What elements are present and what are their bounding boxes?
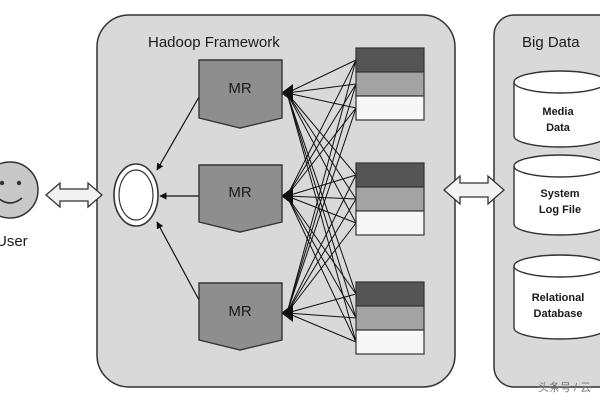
framework-bigdata-double-arrow: [443, 174, 505, 206]
user-label: User: [0, 233, 28, 250]
mr-node-2-label: MR: [228, 184, 251, 201]
mr-to-client-arrow-3: [156, 221, 200, 301]
data-node-stack-1: [355, 47, 425, 121]
media-data-line1: Media: [542, 106, 574, 118]
mesh-arrowheads: [281, 84, 293, 322]
hadoop-framework-title: Hadoop Framework: [148, 34, 280, 51]
system-log-file-cylinder: System Log File: [513, 154, 600, 236]
data-node-stack-3: [355, 281, 425, 355]
media-data-line2: Data: [546, 122, 571, 134]
user-icon: [0, 161, 39, 219]
system-log-file-line1: System: [540, 188, 579, 200]
mr-node-3: MR: [198, 282, 283, 351]
user-client-double-arrow: [45, 181, 103, 209]
mr-node-1: MR: [198, 59, 283, 129]
mr-node-3-label: MR: [228, 303, 251, 320]
mr-node-2: MR: [198, 164, 283, 233]
mr-node-1-label: MR: [228, 80, 251, 97]
mr-to-client-arrow-1: [156, 96, 200, 171]
big-data-title: Big Data: [522, 34, 580, 51]
media-data-cylinder: Media Data: [513, 70, 600, 148]
data-node-stack-2: [355, 162, 425, 236]
mr-data-node-mesh: [286, 59, 357, 343]
client-ring: [113, 163, 159, 227]
watermark-text: 头条号 / 云: [538, 380, 591, 394]
relational-database-line1: Relational: [532, 292, 585, 304]
relational-database-cylinder: Relational Database: [513, 254, 600, 340]
relational-database-line2: Database: [534, 308, 583, 320]
system-log-file-line2: Log File: [539, 204, 581, 216]
